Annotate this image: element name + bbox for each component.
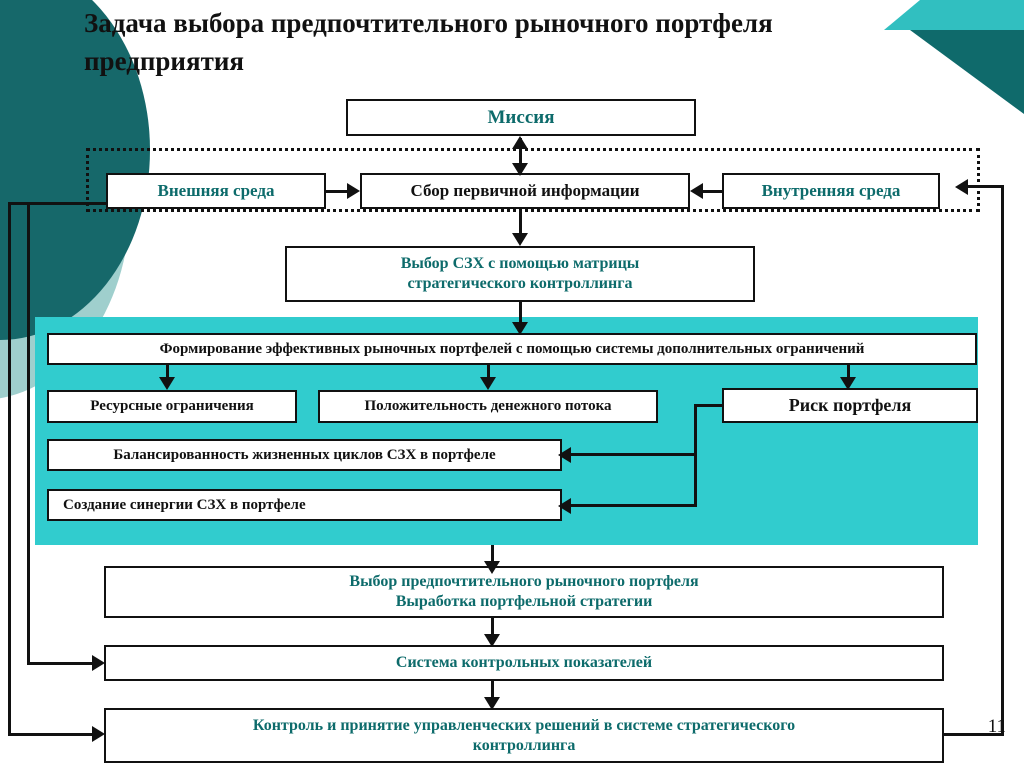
arrow-down-to-szh bbox=[512, 233, 528, 246]
connector-info-to-szh bbox=[519, 209, 522, 239]
arrow-down-to-metrics bbox=[484, 634, 500, 647]
connector-risk-to-synergy bbox=[570, 504, 696, 507]
node-resource-limits[interactable]: Ресурсные ограничения bbox=[47, 390, 297, 423]
connector-external-to-info bbox=[326, 190, 348, 193]
node-portfolio-risk[interactable]: Риск портфеля bbox=[722, 388, 978, 423]
node-mission[interactable]: Миссия bbox=[346, 99, 696, 136]
feedback-right-bottom bbox=[944, 733, 1004, 736]
node-preferred-choice-line1: Выбор предпочтительного рыночного портфе… bbox=[349, 573, 699, 591]
arrow-down-to-cashflow bbox=[480, 377, 496, 390]
connector-choice-to-metrics bbox=[491, 618, 494, 640]
connector-constraints-to-choice bbox=[491, 545, 494, 567]
node-decisions-line2: контроллинга bbox=[472, 736, 576, 754]
node-external-environment[interactable]: Внешняя среда bbox=[106, 173, 326, 209]
arrow-down-to-risk bbox=[840, 377, 856, 390]
feedback-left-trunk-inner bbox=[27, 202, 30, 664]
arrow-right-to-info bbox=[347, 183, 360, 199]
node-cash-flow[interactable]: Положительность денежного потока bbox=[318, 390, 658, 423]
node-preferred-portfolio-choice[interactable]: Выбор предпочтительного рыночного портфе… bbox=[104, 566, 944, 618]
node-szh-matrix[interactable]: Выбор СЗХ с помощью матрицы стратегическ… bbox=[285, 246, 755, 302]
feedback-right-top bbox=[967, 185, 1004, 188]
feedback-left-to-metrics bbox=[27, 662, 96, 665]
feedback-left-to-decisions bbox=[8, 733, 96, 736]
slide-number: 11 bbox=[987, 716, 1006, 737]
node-synergy[interactable]: Создание синергии СЗХ в портфеле bbox=[47, 489, 562, 521]
arrow-down-to-resources bbox=[159, 377, 175, 390]
arrow-up-to-mission bbox=[512, 136, 528, 149]
connector-szh-to-forming bbox=[519, 302, 522, 328]
arrow-left-to-synergy bbox=[558, 498, 571, 514]
node-szh-matrix-line1: Выбор СЗХ с помощью матрицы bbox=[400, 255, 640, 273]
connector-risk-stub bbox=[694, 404, 724, 407]
arrow-right-to-decisions bbox=[92, 726, 105, 742]
page-title: Задача выбора предпочтительного рыночног… bbox=[84, 8, 773, 77]
connector-mission-info bbox=[519, 138, 522, 174]
connector-risk-to-lifecycle bbox=[570, 453, 696, 456]
node-primary-information[interactable]: Сбор первичной информации bbox=[360, 173, 690, 209]
connector-metrics-to-decisions bbox=[491, 681, 494, 703]
node-lifecycle-balance[interactable]: Балансированность жизненных циклов СЗХ в… bbox=[47, 439, 562, 471]
connector-internal-to-info bbox=[702, 190, 724, 193]
arrow-down-to-decisions bbox=[484, 697, 500, 710]
node-internal-environment[interactable]: Внутренняя среда bbox=[722, 173, 940, 209]
node-control-metrics[interactable]: Система контрольных показателей bbox=[104, 645, 944, 681]
node-decisions-line1: Контроль и принятие управленческих решен… bbox=[252, 716, 796, 734]
arrow-down-to-info bbox=[512, 163, 528, 176]
arrow-down-to-forming bbox=[512, 322, 528, 335]
node-management-decisions[interactable]: Контроль и принятие управленческих решен… bbox=[104, 708, 944, 763]
arrow-left-into-environment-region bbox=[955, 179, 968, 195]
connector-forming-to-risk bbox=[847, 365, 850, 383]
feedback-right-trunk bbox=[1001, 185, 1004, 734]
arrow-down-to-choice bbox=[484, 561, 500, 574]
arrow-left-to-info bbox=[690, 183, 703, 199]
connector-forming-to-cashflow bbox=[487, 365, 490, 383]
node-preferred-choice-line2: Выработка портфельной стратегии bbox=[395, 593, 653, 610]
arrow-left-to-lifecycle bbox=[558, 447, 571, 463]
connector-forming-to-resources bbox=[166, 365, 169, 383]
feedback-left-trunk-outer bbox=[8, 202, 11, 735]
node-portfolio-forming[interactable]: Формирование эффективных рыночных портфе… bbox=[47, 333, 977, 365]
node-szh-matrix-line2: стратегического контроллинга bbox=[407, 275, 633, 292]
arrow-right-to-metrics bbox=[92, 655, 105, 671]
